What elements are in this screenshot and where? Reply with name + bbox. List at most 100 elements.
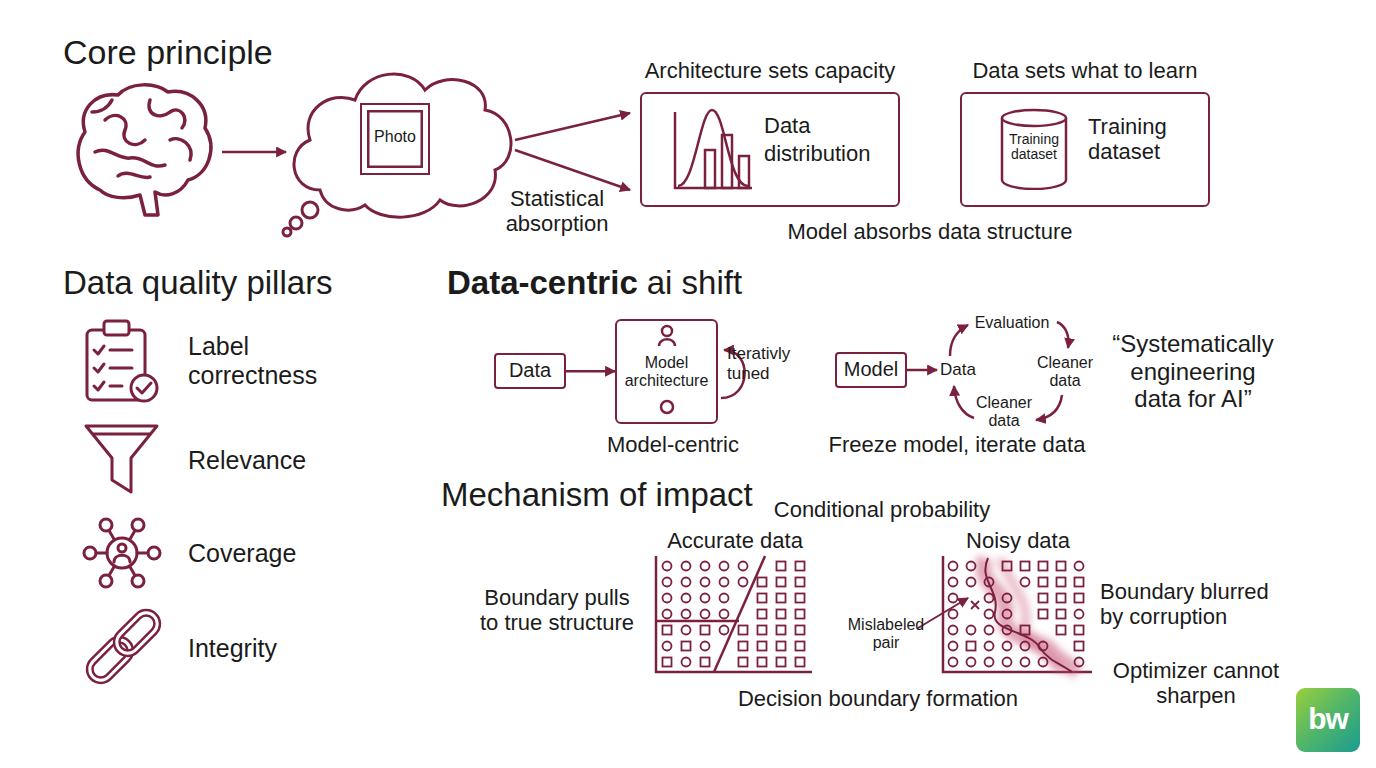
pillar-label: Integrity bbox=[188, 634, 388, 663]
accurate-plot-part bbox=[656, 620, 739, 623]
section-heading: Data quality pillars bbox=[63, 264, 423, 302]
funnel-icon-part bbox=[86, 426, 157, 492]
circle-point bbox=[1003, 642, 1012, 651]
circle-point bbox=[1039, 642, 1048, 651]
flow-arrow bbox=[222, 151, 286, 154]
noisy-plot-part bbox=[1000, 558, 1060, 672]
square-point bbox=[682, 642, 691, 651]
square-point bbox=[1057, 562, 1066, 571]
box-text: Training dataset bbox=[1000, 132, 1068, 163]
callout-label: Mislabeled pair bbox=[836, 616, 936, 653]
network-icon-part bbox=[130, 566, 136, 576]
noisy-plot bbox=[943, 556, 1092, 672]
brain-icon-part bbox=[118, 173, 150, 177]
brain-icon bbox=[78, 85, 211, 215]
circle-point bbox=[949, 594, 958, 603]
network-icon-part bbox=[107, 538, 137, 568]
cycle-step: Cleaner data bbox=[969, 394, 1039, 431]
distribution-chart-icon-part bbox=[705, 150, 715, 188]
annotation: Optimizer cannot sharpen bbox=[1101, 658, 1291, 709]
cycle-arrow-part bbox=[950, 325, 968, 356]
distribution-chart-icon-part bbox=[678, 110, 748, 186]
absorption-arrow-part bbox=[515, 113, 630, 140]
circle-point bbox=[682, 626, 691, 635]
caption-label: Freeze model, iterate data bbox=[807, 432, 1107, 457]
circle-point bbox=[1075, 610, 1084, 619]
circle-point bbox=[1021, 642, 1030, 651]
circle-point bbox=[663, 578, 672, 587]
annotation: Statistical absorption bbox=[487, 186, 627, 237]
square-point bbox=[701, 658, 710, 667]
clipboard-icon-part bbox=[110, 385, 122, 388]
square-point bbox=[777, 562, 786, 571]
square-point bbox=[758, 610, 767, 619]
process-box: Data bbox=[494, 353, 566, 389]
circle-point bbox=[701, 642, 710, 651]
circle-point bbox=[1075, 658, 1084, 667]
circle-point bbox=[949, 610, 958, 619]
circle-point bbox=[682, 562, 691, 571]
caption-label: Model-centric bbox=[573, 432, 773, 457]
brain-icon-part bbox=[105, 115, 145, 144]
process-box: Model architecture bbox=[615, 319, 718, 424]
circle-point bbox=[1003, 594, 1012, 603]
clipboard-icon-part bbox=[94, 364, 104, 372]
cycle-step: Data bbox=[940, 360, 990, 380]
thought-cloud-part bbox=[283, 228, 291, 236]
network-icon-part bbox=[109, 531, 115, 541]
network-icon-part bbox=[132, 575, 144, 587]
quote-text: “Systematically engineering data for AI” bbox=[1105, 330, 1281, 413]
network-icon-part bbox=[148, 547, 160, 559]
section-heading-part: Data-centric bbox=[447, 264, 638, 301]
clipboard-icon-part bbox=[94, 346, 104, 354]
box-heading: Architecture sets capacity bbox=[620, 58, 920, 83]
circle-point bbox=[985, 610, 994, 619]
square-point bbox=[796, 594, 805, 603]
square-point bbox=[796, 578, 805, 587]
flow-arrow bbox=[907, 369, 937, 372]
brain-icon-part bbox=[149, 100, 185, 128]
database-cylinder: Training dataset bbox=[1000, 108, 1068, 190]
logo-mark: bw bbox=[1296, 688, 1360, 752]
circle-point bbox=[701, 578, 710, 587]
square-point bbox=[758, 642, 767, 651]
clipboard-icon bbox=[87, 321, 157, 401]
photo-frame: Photo bbox=[360, 103, 430, 175]
circle-point bbox=[1021, 658, 1030, 667]
box-text: Training dataset bbox=[1088, 114, 1203, 165]
circle-point bbox=[663, 642, 672, 651]
square-point bbox=[777, 626, 786, 635]
annotation: Iterativly tuned bbox=[727, 344, 807, 383]
circle-point bbox=[701, 562, 710, 571]
circle-point bbox=[682, 610, 691, 619]
pillar-label: Label correctness bbox=[188, 332, 338, 390]
clipboard-icon-part bbox=[104, 321, 129, 335]
circle-point bbox=[985, 578, 994, 587]
absorption-arrow bbox=[515, 113, 630, 190]
circle-point bbox=[701, 610, 710, 619]
distribution-chart-icon bbox=[675, 110, 752, 188]
box-text: Data bbox=[496, 355, 564, 386]
funnel-icon bbox=[86, 426, 157, 492]
circle-point bbox=[985, 658, 994, 667]
brain-icon-part bbox=[92, 100, 112, 112]
circle-point bbox=[682, 658, 691, 667]
square-point bbox=[1039, 578, 1048, 587]
network-icon-part bbox=[118, 544, 126, 552]
network-icon-part bbox=[84, 547, 96, 559]
square-point bbox=[1039, 610, 1048, 619]
thought-cloud-part bbox=[294, 74, 511, 217]
network-icon-part bbox=[114, 555, 130, 562]
clipboard-icon-part bbox=[110, 367, 132, 370]
box-text: Data distribution bbox=[764, 112, 894, 167]
plot-title: Accurate data bbox=[635, 528, 835, 553]
square-point bbox=[1075, 594, 1084, 603]
circle-point bbox=[682, 578, 691, 587]
brain-icon-part bbox=[170, 139, 191, 160]
square-point bbox=[777, 658, 786, 667]
square-point bbox=[1075, 578, 1084, 587]
thought-cloud bbox=[283, 74, 511, 236]
process-box: Architecture sets capacityData distribut… bbox=[640, 92, 900, 207]
model-icon-part bbox=[661, 401, 673, 413]
